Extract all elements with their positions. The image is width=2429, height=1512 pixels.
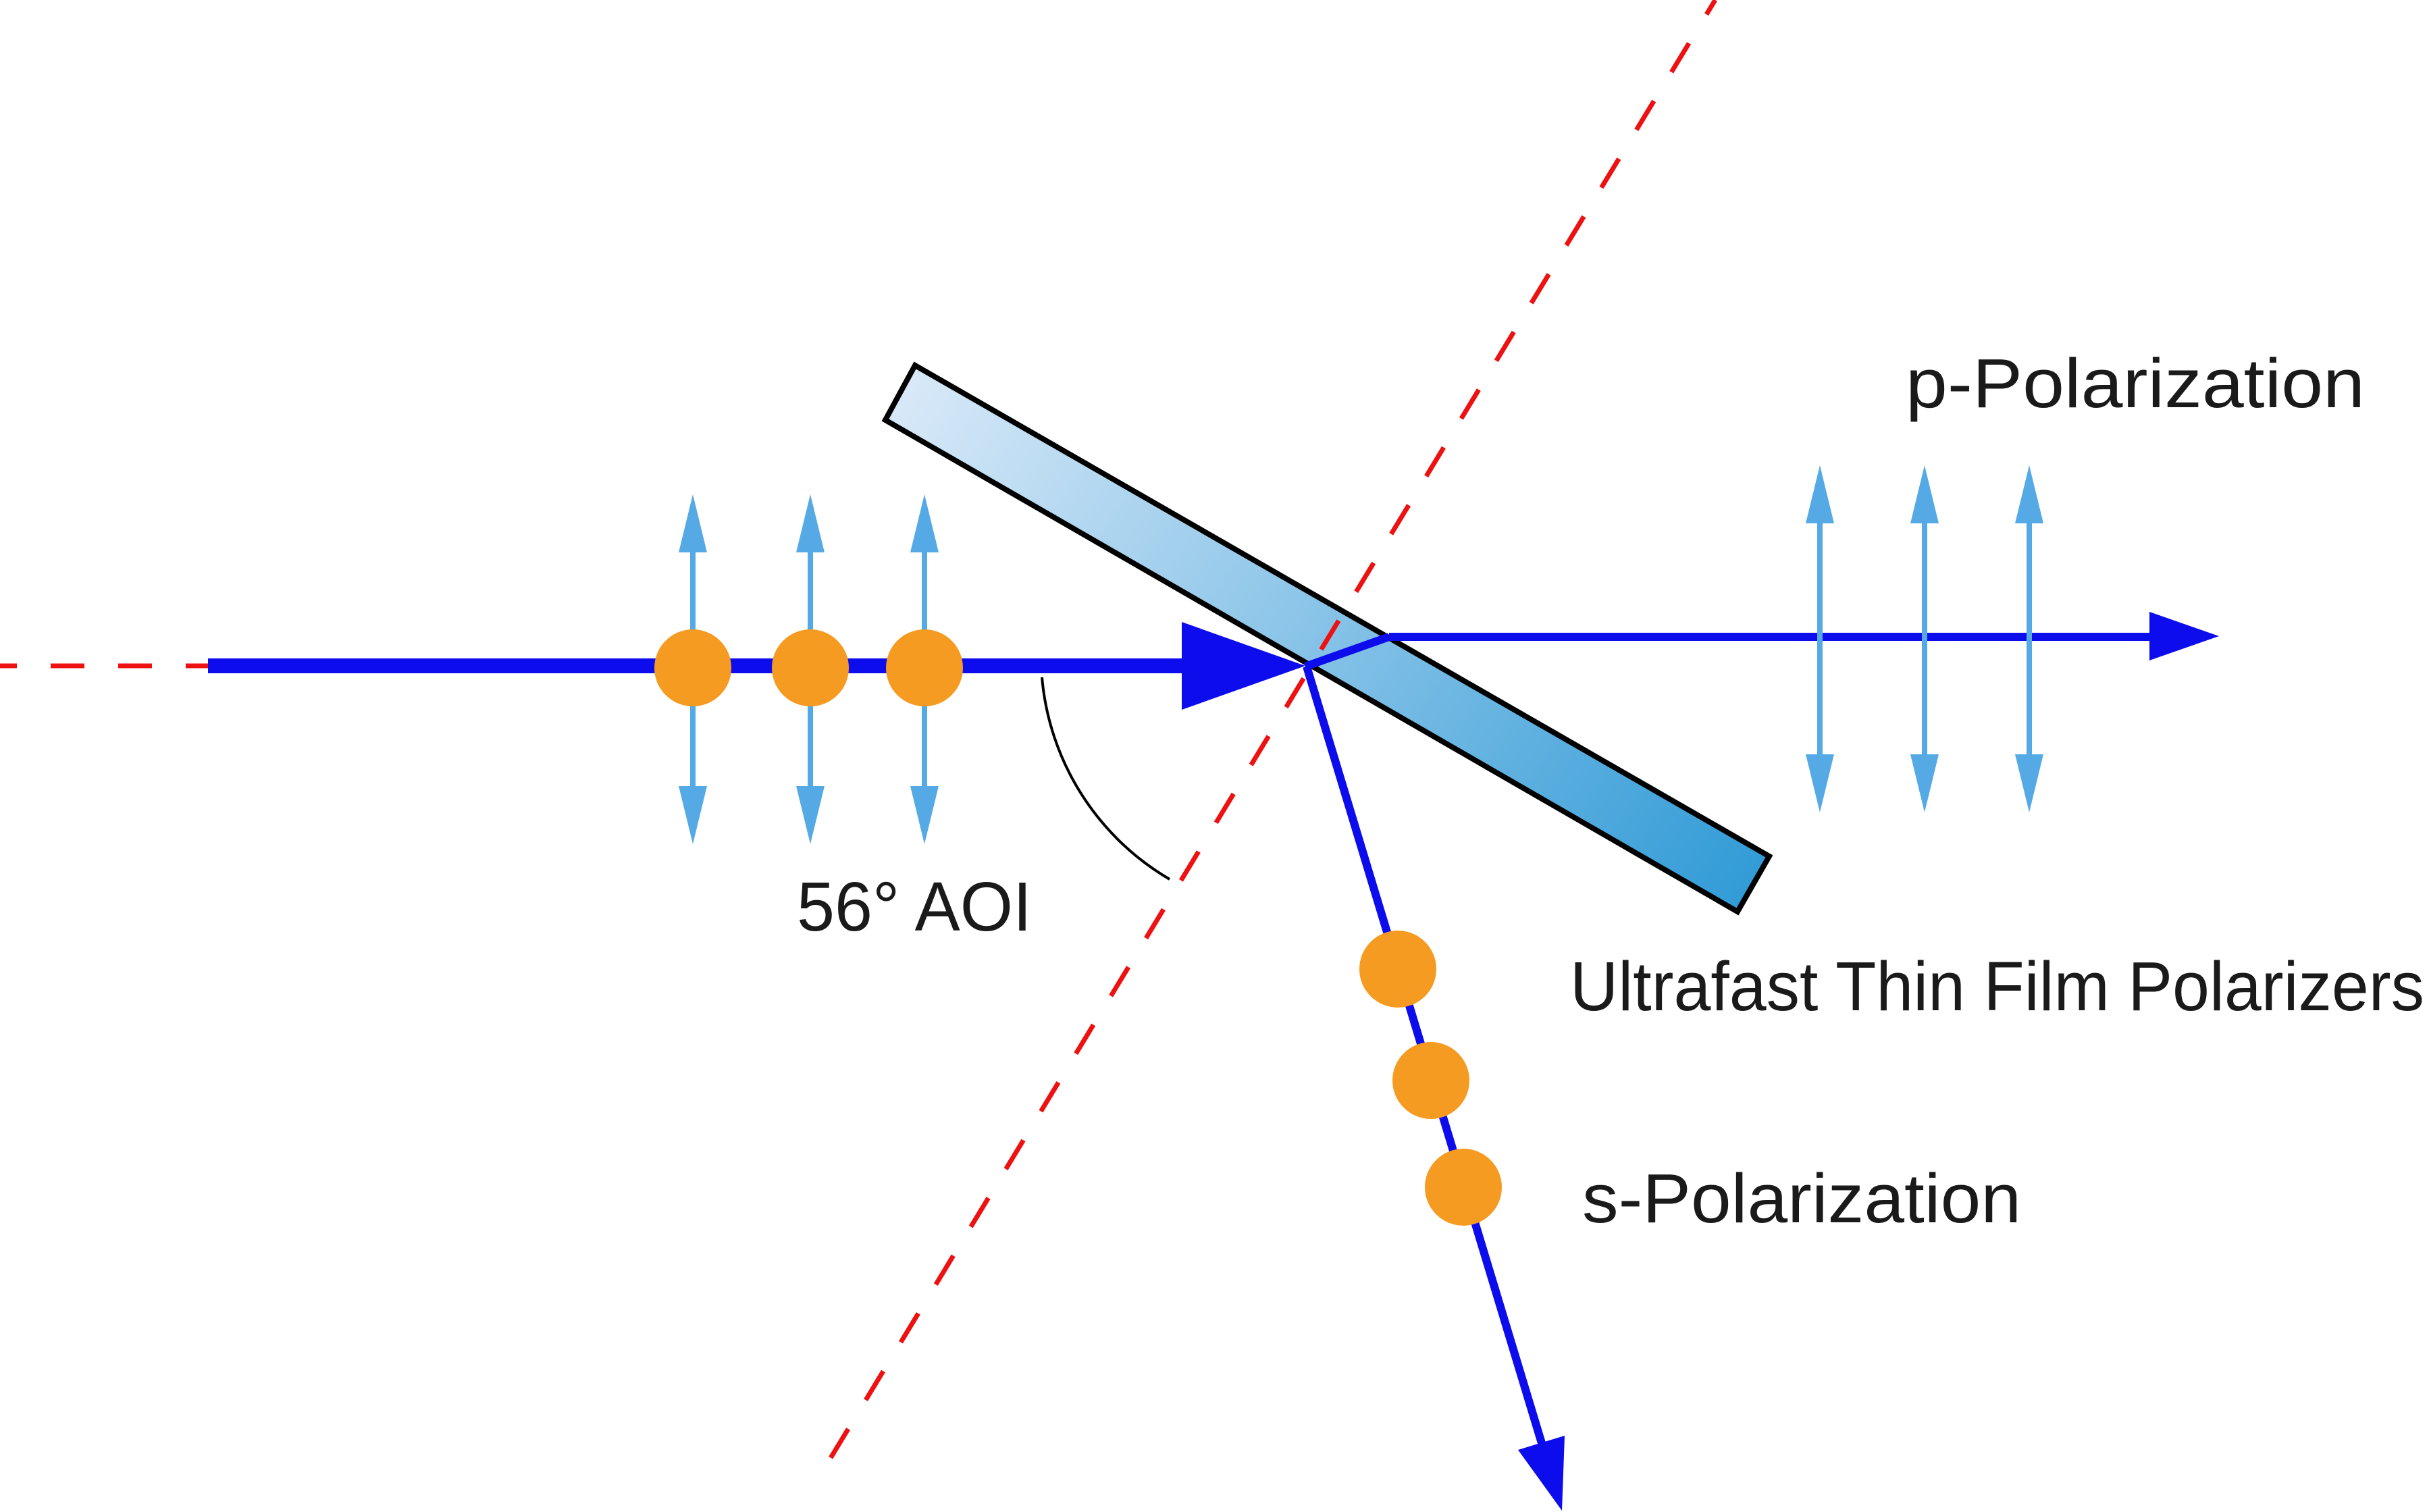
aoi-angle-arc: [1041, 677, 1171, 881]
plate-normal-dashed-line: [817, 0, 1717, 1478]
s-polarization-dot: [886, 629, 963, 706]
p-polarization-double-arrow: [2015, 465, 2043, 812]
s-polarization-dot: [772, 629, 849, 706]
p-polarization-label: p-Polarization: [1906, 344, 2365, 422]
transmitted-beam-arrowhead: [2149, 612, 2219, 660]
arrow-down-icon: [2015, 754, 2043, 812]
s-polarization-dot: [1359, 931, 1436, 1008]
s-polarization-label: s-Polarization: [1582, 1159, 2021, 1237]
transmitted-p-polarization-arrows: [1806, 465, 2043, 812]
arrow-down-icon: [1806, 754, 1834, 812]
arrow-up-icon: [679, 494, 707, 552]
s-polarization-dot: [1392, 1042, 1469, 1119]
reflected-beam-arrowhead: [1518, 1436, 1565, 1511]
incident-s-polarization-dots: [654, 629, 963, 706]
arrow-down-icon: [679, 786, 707, 844]
arrow-up-icon: [2015, 465, 2043, 523]
arrow-up-icon: [910, 494, 939, 552]
transmitted-beam: [1389, 612, 2219, 660]
aoi-label: 56° AOI: [797, 868, 1032, 945]
p-polarization-double-arrow: [1806, 465, 1834, 812]
arrow-up-icon: [796, 494, 825, 552]
arrow-up-icon: [1910, 465, 1939, 523]
component-label: Ultrafast Thin Film Polarizers: [1570, 947, 2424, 1025]
arrow-up-icon: [1806, 465, 1834, 523]
s-polarization-dot: [1425, 1149, 1502, 1226]
refracted-beam-segment: [1303, 633, 1391, 671]
arrow-down-icon: [1910, 754, 1939, 812]
reflected-s-polarization-dots: [1359, 931, 1502, 1226]
s-polarization-dot: [654, 629, 731, 706]
incident-beam-arrowhead: [1182, 622, 1305, 710]
arrow-down-icon: [910, 786, 939, 844]
incident-beam: [208, 622, 1305, 710]
p-polarization-double-arrow: [1910, 465, 1939, 812]
arrow-down-icon: [796, 786, 825, 844]
